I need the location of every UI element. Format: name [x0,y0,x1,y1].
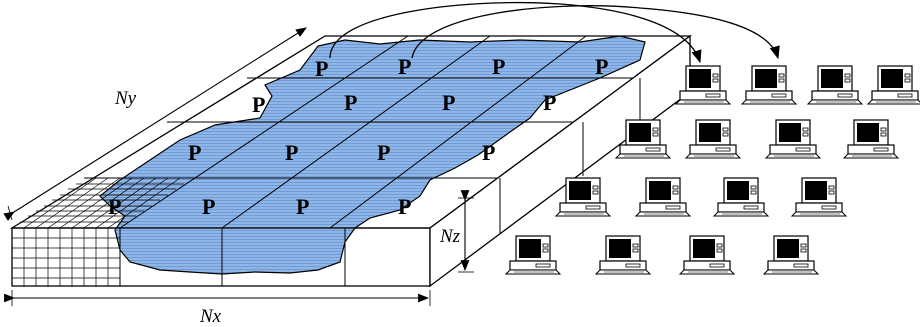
partition-label: P [252,92,265,117]
partition-label: P [296,194,309,219]
desktop-computer-icon [843,119,899,159]
nz-dimension: Nz [439,190,474,273]
desktop-computer-icon [595,235,651,275]
partition-label: P [398,194,411,219]
desktop-computer-icon [791,177,847,217]
domain-box [9,34,692,288]
desktop-computer-icon [867,65,920,105]
partition-label: P [595,54,608,79]
partition-label: P [315,56,328,81]
nx-dimension: Nx [4,290,431,327]
desktop-computer-icon [679,235,735,275]
partition-label: P [398,54,411,79]
nx-label: Nx [199,306,222,327]
partition-label: P [482,140,495,165]
partition-label: P [202,194,215,219]
mesh-grid-front [12,228,120,286]
partition-label: P [543,90,556,115]
partition-label: P [442,90,455,115]
partition-label: P [285,140,298,165]
ny-label: Ny [114,88,137,109]
desktop-computer-icon [635,177,691,217]
ny-dimension: Ny [3,27,307,222]
partition-label: P [108,194,121,219]
partition-label: P [492,54,505,79]
assignment-arrows [329,1,780,64]
desktop-computer-icon [807,65,863,105]
nz-label: Nz [439,226,461,247]
partition-label: P [344,90,357,115]
desktop-computer-icon [765,119,821,159]
desktop-computer-icon [713,177,769,217]
partition-label: P [188,140,201,165]
desktop-computer-icon [505,235,561,275]
desktop-computer-icon [763,235,819,275]
desktop-computer-icon [685,119,741,159]
desktop-computer-icon [741,65,797,105]
partition-label: P [377,140,390,165]
